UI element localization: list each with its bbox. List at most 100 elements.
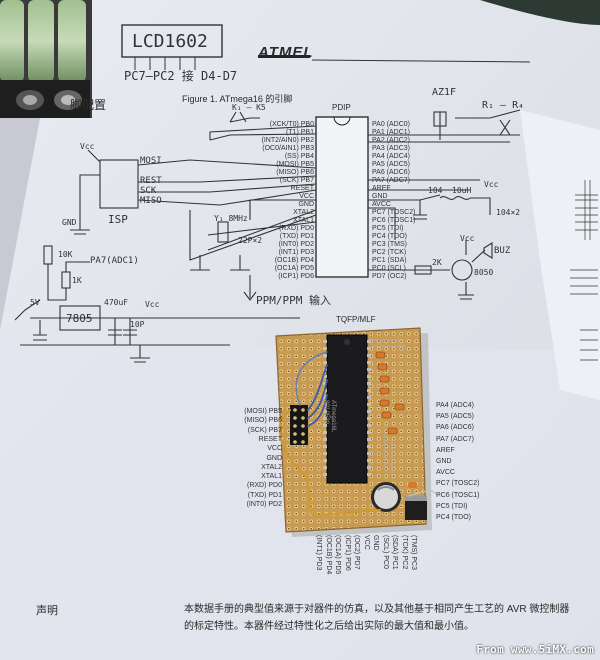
figure-caption: Figure 1. ATmega16 的引脚: [182, 94, 293, 104]
tqfp-right-pin-6: GND: [436, 458, 452, 465]
tqfp-right-pin-9: PC6 (TOSC1): [436, 491, 480, 499]
pdip-right-pin-2: PA1 (ADC1): [372, 129, 410, 136]
tqfp-left-pin-2: (MISO) PB6: [244, 417, 282, 425]
tqfp-right-pin-7: AVCC: [436, 469, 455, 477]
r2k-label: 2K: [432, 258, 442, 267]
pdip-left-pin-20: (ICP1) PD6: [278, 273, 314, 280]
small-capacitor: [408, 482, 417, 488]
r1k-label: 1K: [72, 276, 82, 285]
vcc-label: Vcc: [80, 142, 95, 151]
resistor-leads: [372, 339, 405, 478]
tqfp-left-pin-1: (MOSI) PB5: [244, 408, 282, 415]
cap1042-label: 104×2: [496, 208, 521, 217]
tqfp-bottom-pin-2: (OC1B) PD4: [324, 535, 332, 575]
side-paper: [520, 110, 600, 400]
watermark: From www.5iMX.com: [476, 643, 594, 656]
tqfp-right-pin-11: PC4 (TDO): [436, 514, 471, 521]
tqfp-left-pin-5: VCC: [267, 445, 282, 453]
tqfp-bottom-pin-4: (ICP1) PD6: [343, 535, 351, 571]
pdip-left-pin-4: (OC0/AIN1) PB3: [262, 145, 314, 152]
pdip-left-pin-16: (INT0) PD2: [278, 241, 314, 248]
tqfp-left-pin-10: (TXD) PD1: [247, 491, 282, 499]
pdip-left-pin-5: (SS) PB4: [284, 153, 314, 160]
pdip-left-pin-14: (RXD) PD0: [278, 225, 314, 232]
7805-label: 7805: [66, 312, 93, 325]
pdip-right-pin-15: PC4 (TDO): [372, 233, 407, 240]
top-right-object: [480, 0, 600, 25]
vcc-label-2: Vcc: [145, 300, 160, 309]
config-heading: 脚配置: [70, 98, 107, 112]
pdip-left-pin-7: (MISO) PB6: [276, 169, 314, 176]
pdip-right-pin-6: PA5 (ADC5): [372, 161, 410, 168]
tqfp-bottom-pin-6: VCC: [362, 535, 370, 550]
vcc-label-3: Vcc: [484, 180, 499, 189]
tqfp-left-pin-7: XTAL2: [261, 463, 282, 471]
tqfp-bottom-pin-8: (SCL) PC0: [381, 535, 389, 569]
tqfp-left-pin-11: (INT0) PD2: [246, 501, 282, 508]
miso-label: MISO: [140, 196, 162, 206]
pdip-right-pin-20: PD7 (OC2): [372, 273, 407, 280]
side-paper-traces: [570, 180, 598, 361]
statement-line-2: 的标定特性。本器件经过特性化之后给出实际的最大值和最小值。: [184, 621, 474, 632]
statement-label: 声明: [36, 605, 58, 617]
atmega16-chip: [323, 334, 371, 484]
pdip-left-pin-12: XTAL2: [293, 209, 314, 216]
tqfp-right-pin-2: PA5 (ADC5): [436, 413, 474, 421]
cap10-label: 10P: [130, 320, 145, 329]
pdip-left-pin-10: VCC: [299, 193, 314, 200]
isp-label: ISP: [108, 213, 128, 226]
lcd-label: LCD1602: [132, 31, 208, 52]
pdip-right-pin-13: PC6 (TOSC1): [372, 217, 416, 224]
mosi-label: MOSI: [140, 156, 162, 166]
tqfp-bottom-pin-1: (INT1) PD3: [315, 535, 322, 571]
pdip-right-pin-4: PA3 (ADC3): [372, 145, 410, 152]
tqfp-left-pin-6: GND: [266, 454, 282, 462]
statement-line-1: 本数据手册的典型值来源于对器件的仿真，以及其他基于相同产生工艺的 AVR 微控制…: [184, 604, 570, 615]
gnd-label: GND: [62, 218, 77, 227]
tqfp-left-pin-4: RESET: [258, 435, 282, 443]
v5-label: 5V: [30, 298, 40, 307]
tqfp-right-pin-5: AREF: [436, 446, 455, 454]
vcc-label-4: Vcc: [460, 234, 475, 243]
az1f-label: AZ1F: [432, 87, 457, 98]
battery-pack: [0, 0, 92, 118]
pdip-right-pin-8: PA7 (ADC7): [372, 177, 410, 184]
lcd-pin-note: PC7—PC2 接 D4-D7: [124, 69, 238, 83]
tqfp-bottom-pin-10: (TCK) PC2: [400, 535, 408, 570]
pdip-right-pin-17: PC2 (TCK): [372, 249, 407, 256]
cap470-label: 470uF: [104, 298, 129, 307]
pdip-left-pin-11: GND: [298, 201, 314, 208]
pdip-left-pin-1: (XCK/T0) PB0: [269, 121, 314, 128]
tqfp-right-pin-8: PC7 (TOSC2): [436, 480, 480, 488]
tqfp-right-pin-3: PA6 (ADC6): [436, 424, 474, 432]
pdip-left-pin-8: (SCK) PB7: [279, 177, 314, 184]
pdip-label: PDIP: [332, 103, 351, 112]
k1k5-label: K₁ — K5: [232, 103, 266, 112]
pdip-left-pin-15: (TXD) PD1: [279, 233, 314, 240]
r1r4-label: R₁ — R₄: [482, 100, 525, 111]
cap104-label: 104: [428, 186, 443, 195]
tqfp-bottom-pin-11: (TMS) PC3: [410, 535, 417, 570]
pdip-left-pin-2: (T1) PB1: [285, 129, 314, 136]
voltage-regulator: [405, 496, 427, 520]
lcd-box-sketch: [121, 24, 223, 58]
electrolytic-capacitor: [371, 482, 401, 512]
ppm-label: PPM/PPM 输入: [256, 294, 331, 307]
pdip-right-pin-5: PA4 (ADC4): [372, 153, 410, 160]
r10k-label: 10K: [58, 250, 73, 259]
tqfp-left-pin-3: (SCK) PB7: [247, 426, 282, 434]
chip-marking: ATmega16L 8PI 0539: [323, 400, 336, 433]
pdip-right-pin-12: PC7 (TOSC2): [372, 209, 416, 216]
pdip-notch: [333, 116, 351, 126]
pdip-right-pin-9: AREF: [372, 185, 391, 192]
tqfp-bottom-pin-9: (SDA) PC1: [391, 535, 398, 570]
isp-pin-header: [290, 405, 308, 445]
pdip-left-pin-9: RESET: [290, 185, 314, 192]
capacitor-row: [375, 351, 405, 435]
pa7-label: PA7(ADC1): [90, 256, 139, 266]
rest-label: REST: [140, 176, 162, 186]
buz-label: BUZ: [494, 246, 511, 256]
tqfp-left-pin-8: XTAL1: [261, 473, 282, 481]
pdip-left-pin-17: (INT1) PD3: [278, 249, 314, 256]
